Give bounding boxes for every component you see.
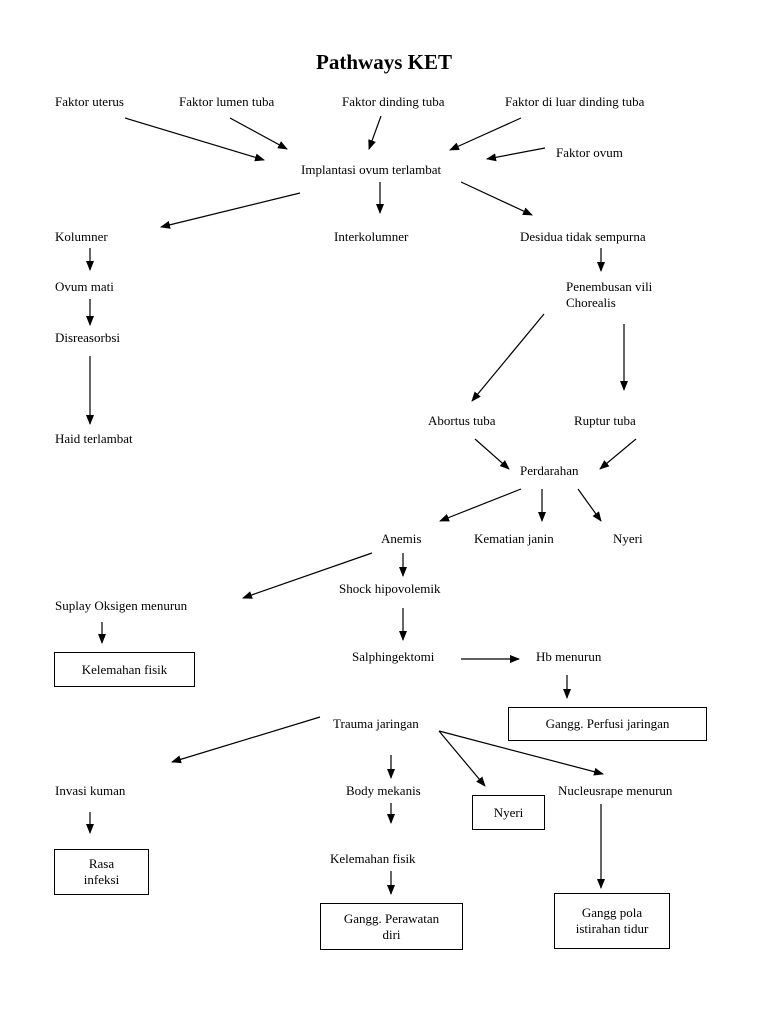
node-haid-terlambat: Haid terlambat bbox=[55, 431, 133, 446]
box-gangg-pola: Gangg pola istirahan tidur bbox=[554, 893, 670, 949]
arrow-penembusan-to-abortus bbox=[471, 313, 545, 402]
node-faktor-ovum: Faktor ovum bbox=[556, 145, 623, 160]
node-perdarahan: Perdarahan bbox=[520, 463, 579, 478]
node-kematian-janin: Kematian janin bbox=[474, 531, 554, 546]
arrow-ovum-to-implantasi bbox=[486, 147, 546, 162]
node-ovum-mati: Ovum mati bbox=[55, 279, 114, 294]
box-gangg-pola-line2: istirahan tidur bbox=[575, 921, 649, 936]
node-disreasorbsi: Disreasorbsi bbox=[55, 330, 120, 345]
node-ruptur-tuba: Ruptur tuba bbox=[574, 413, 636, 428]
node-invasi-kuman: Invasi kuman bbox=[55, 783, 126, 798]
node-anemis: Anemis bbox=[381, 531, 422, 546]
arrow-implantasi-to-desidua bbox=[460, 181, 533, 216]
box-gangg-perfusi: Gangg. Perfusi jaringan bbox=[508, 707, 707, 741]
node-implantasi: Implantasi ovum terlambat bbox=[301, 162, 442, 177]
arrow-trauma-to-invasi bbox=[171, 716, 321, 764]
arrow-perdarahan-to-nyeri bbox=[577, 488, 602, 522]
arrow-uterus-to-implantasi bbox=[124, 117, 265, 162]
box-rasa-infeksi: Rasa infeksi bbox=[54, 849, 149, 895]
arrow-trauma-to-nyeri bbox=[438, 730, 486, 787]
node-penembusan: Penembusan vili Chorealis bbox=[566, 279, 652, 311]
arrow-abortus-to-perdarahan bbox=[474, 438, 510, 470]
node-penembusan-line2: Chorealis bbox=[566, 295, 616, 310]
node-salphingektomi: Salphingektomi bbox=[352, 649, 435, 664]
node-faktor-dinding-tuba: Faktor dinding tuba bbox=[342, 94, 445, 109]
node-nucleusrape: Nucleusrape menurun bbox=[558, 783, 673, 798]
arrow-ruptur-to-perdarahan bbox=[599, 438, 637, 470]
node-kolumner: Kolumner bbox=[55, 229, 108, 244]
node-faktor-luar-dinding-tuba: Faktor di luar dinding tuba bbox=[505, 94, 645, 109]
node-shock: Shock hipovolemik bbox=[339, 581, 441, 596]
node-nyeri-1: Nyeri bbox=[613, 531, 643, 546]
arrow-dinding-to-implantasi bbox=[368, 115, 382, 150]
arrow-lumen-to-implantasi bbox=[229, 117, 288, 150]
node-penembusan-line1: Penembusan vili bbox=[566, 279, 653, 294]
arrow-anemis-to-suplay bbox=[242, 552, 373, 599]
box-gangg-pola-line1: Gangg pola bbox=[581, 905, 643, 920]
node-body-mekanis: Body mekanis bbox=[346, 783, 421, 798]
node-abortus-tuba: Abortus tuba bbox=[428, 413, 496, 428]
box-nyeri: Nyeri bbox=[472, 795, 545, 830]
arrow-perdarahan-to-anemis bbox=[439, 488, 522, 522]
box-gangg-perawatan-line1: Gangg. Perawatan bbox=[343, 910, 440, 926]
node-trauma-jaringan: Trauma jaringan bbox=[333, 716, 419, 731]
box-gangg-perawatan: Gangg. Perawatan diri bbox=[320, 903, 463, 950]
arrow-trauma-to-nucleusrape bbox=[438, 730, 604, 776]
box-rasa-infeksi-line1: Rasa bbox=[88, 856, 115, 871]
arrow-implantasi-to-kolumner bbox=[160, 192, 301, 229]
node-hb-menurun: Hb menurun bbox=[536, 649, 602, 664]
node-faktor-lumen-tuba: Faktor lumen tuba bbox=[179, 94, 275, 109]
box-kelemahan-fisik: Kelemahan fisik bbox=[54, 652, 195, 687]
node-suplay-oksigen: Suplay Oksigen menurun bbox=[55, 598, 188, 613]
node-interkolumner: Interkolumner bbox=[334, 229, 409, 244]
box-gangg-perawatan-line2: diri bbox=[382, 926, 401, 942]
arrow-luar-dinding-to-implantasi bbox=[449, 117, 522, 151]
node-kelemahan-fisik: Kelemahan fisik bbox=[330, 851, 416, 866]
diagram-title: Pathways KET bbox=[316, 50, 452, 74]
node-faktor-uterus: Faktor uterus bbox=[55, 94, 124, 109]
node-desidua: Desidua tidak sempurna bbox=[520, 229, 646, 244]
box-rasa-infeksi-line2: infeksi bbox=[83, 872, 120, 887]
